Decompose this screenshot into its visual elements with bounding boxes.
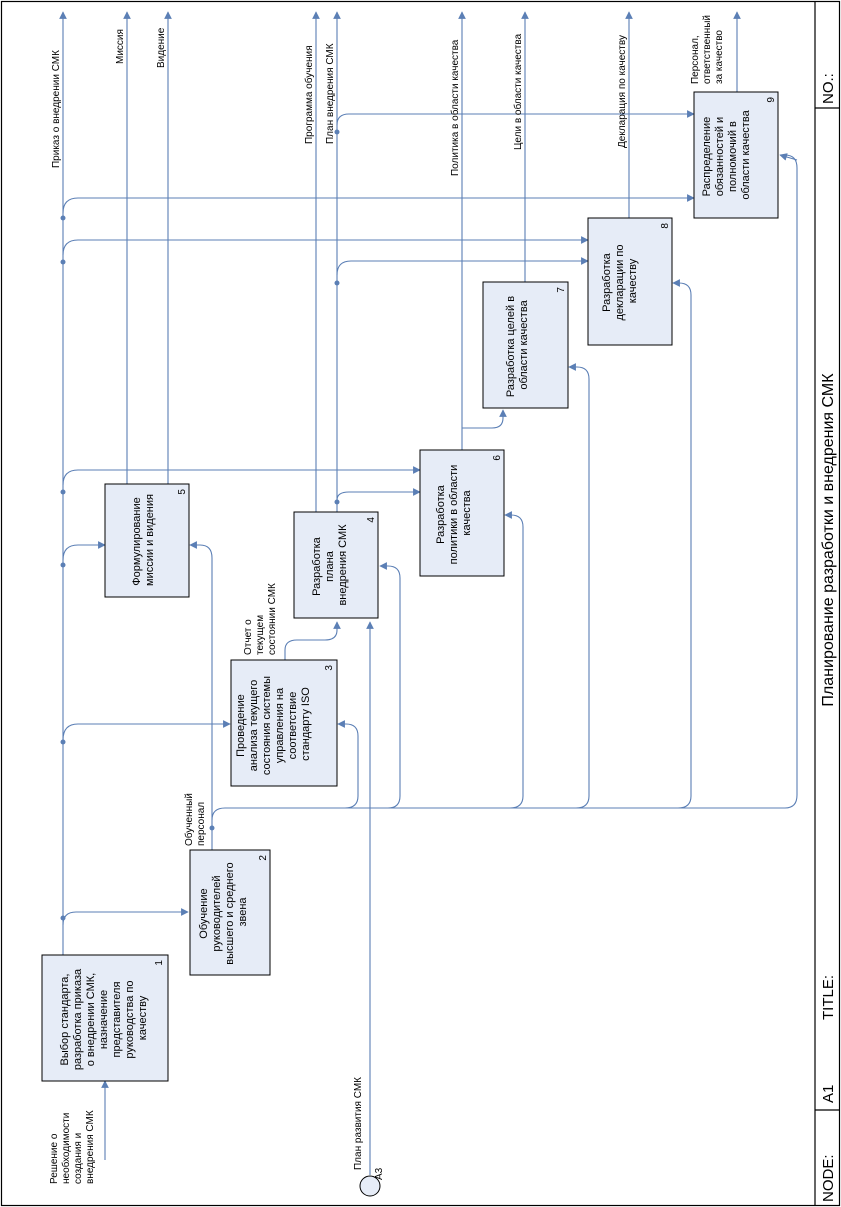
box-4[interactable]: 4 Разработка плана внедрения СМК	[293, 511, 379, 619]
junction-dots	[60, 129, 340, 921]
box-label: Проведение анализа текущего состояния си…	[235, 673, 312, 775]
box-num: 9	[766, 97, 777, 103]
out-policy-label: Политика в области качества	[449, 39, 461, 176]
box-num: 6	[492, 455, 503, 461]
out-plan-label: План внедрения СМК	[325, 43, 336, 144]
box-num: 8	[660, 223, 671, 229]
out-mission-label: Миссия	[115, 29, 126, 64]
box-label: Разработка целей в области качества	[505, 293, 530, 397]
arrow-lines	[59, 11, 798, 1175]
box-label: Формулирование миссии и видения	[131, 494, 156, 586]
box-1[interactable]: 1 Выбор стандарта, разработка приказа о …	[41, 954, 169, 1082]
tunnel-circle	[359, 1175, 381, 1197]
box-6[interactable]: 6 Разработка политики в области качества	[419, 449, 505, 577]
box-label: Разработка политики в области качества	[435, 462, 473, 565]
out-personnel-label: Персонал, ответственный за качество	[690, 12, 725, 84]
out-order-label: Приказ о внедрении СМК	[51, 50, 62, 168]
box-label: Разработка плана внедрения СМК	[311, 524, 349, 606]
node-value: A1	[820, 1085, 837, 1103]
node-label: NODE:	[820, 1154, 837, 1202]
box-num: 3	[324, 665, 335, 671]
control-plan-label: План развития СМК	[353, 1077, 364, 1170]
trained-personnel-label: Обученный персонал	[183, 790, 207, 846]
box-label: Выбор стандарта, разработка приказа о вн…	[59, 966, 149, 1070]
box-7[interactable]: 7 Разработка целей в области качества	[482, 281, 569, 409]
box-9[interactable]: 9 Распределение обязанностей и полномочи…	[693, 91, 779, 219]
out-vision-label: Видение	[156, 27, 167, 68]
no-label: NO.:	[820, 73, 837, 104]
box-num: 1	[154, 960, 165, 966]
box-5[interactable]: 5 Формулирование миссии и видения	[104, 483, 190, 598]
diagram-title: Планирование разработки и внедрения СМК	[820, 373, 837, 707]
box-num: 7	[556, 287, 567, 293]
box-num: 2	[258, 855, 269, 861]
out-goals-label: Цели в области качества	[512, 33, 524, 150]
box-num: 4	[366, 517, 377, 523]
box-8[interactable]: 8 Разработка декларации по качеству	[587, 217, 673, 346]
out-training-label: Программа обучения	[303, 45, 315, 144]
box-num: 5	[177, 489, 188, 495]
box-3[interactable]: 3 Проведение анализа текущего состояния …	[230, 659, 338, 787]
input-decision-label: Решение о необходимости создания и внедр…	[49, 1110, 96, 1184]
report-label: Отчет о текущем состоянии СМК	[243, 583, 278, 655]
out-declaration-label: Декларация по качеству	[617, 35, 628, 148]
tunnel-ref-label: А3	[374, 1167, 385, 1180]
box-label: Обучение руководителей высшего и среднег…	[198, 859, 249, 964]
box-label: Разработка декларации по качеству	[601, 241, 639, 320]
box-label: Распределение обязанностей и полномочий …	[701, 109, 752, 199]
box-2[interactable]: 2 Обучение руководителей высшего и средн…	[189, 849, 271, 976]
title-label: TITLE:	[820, 975, 837, 1020]
